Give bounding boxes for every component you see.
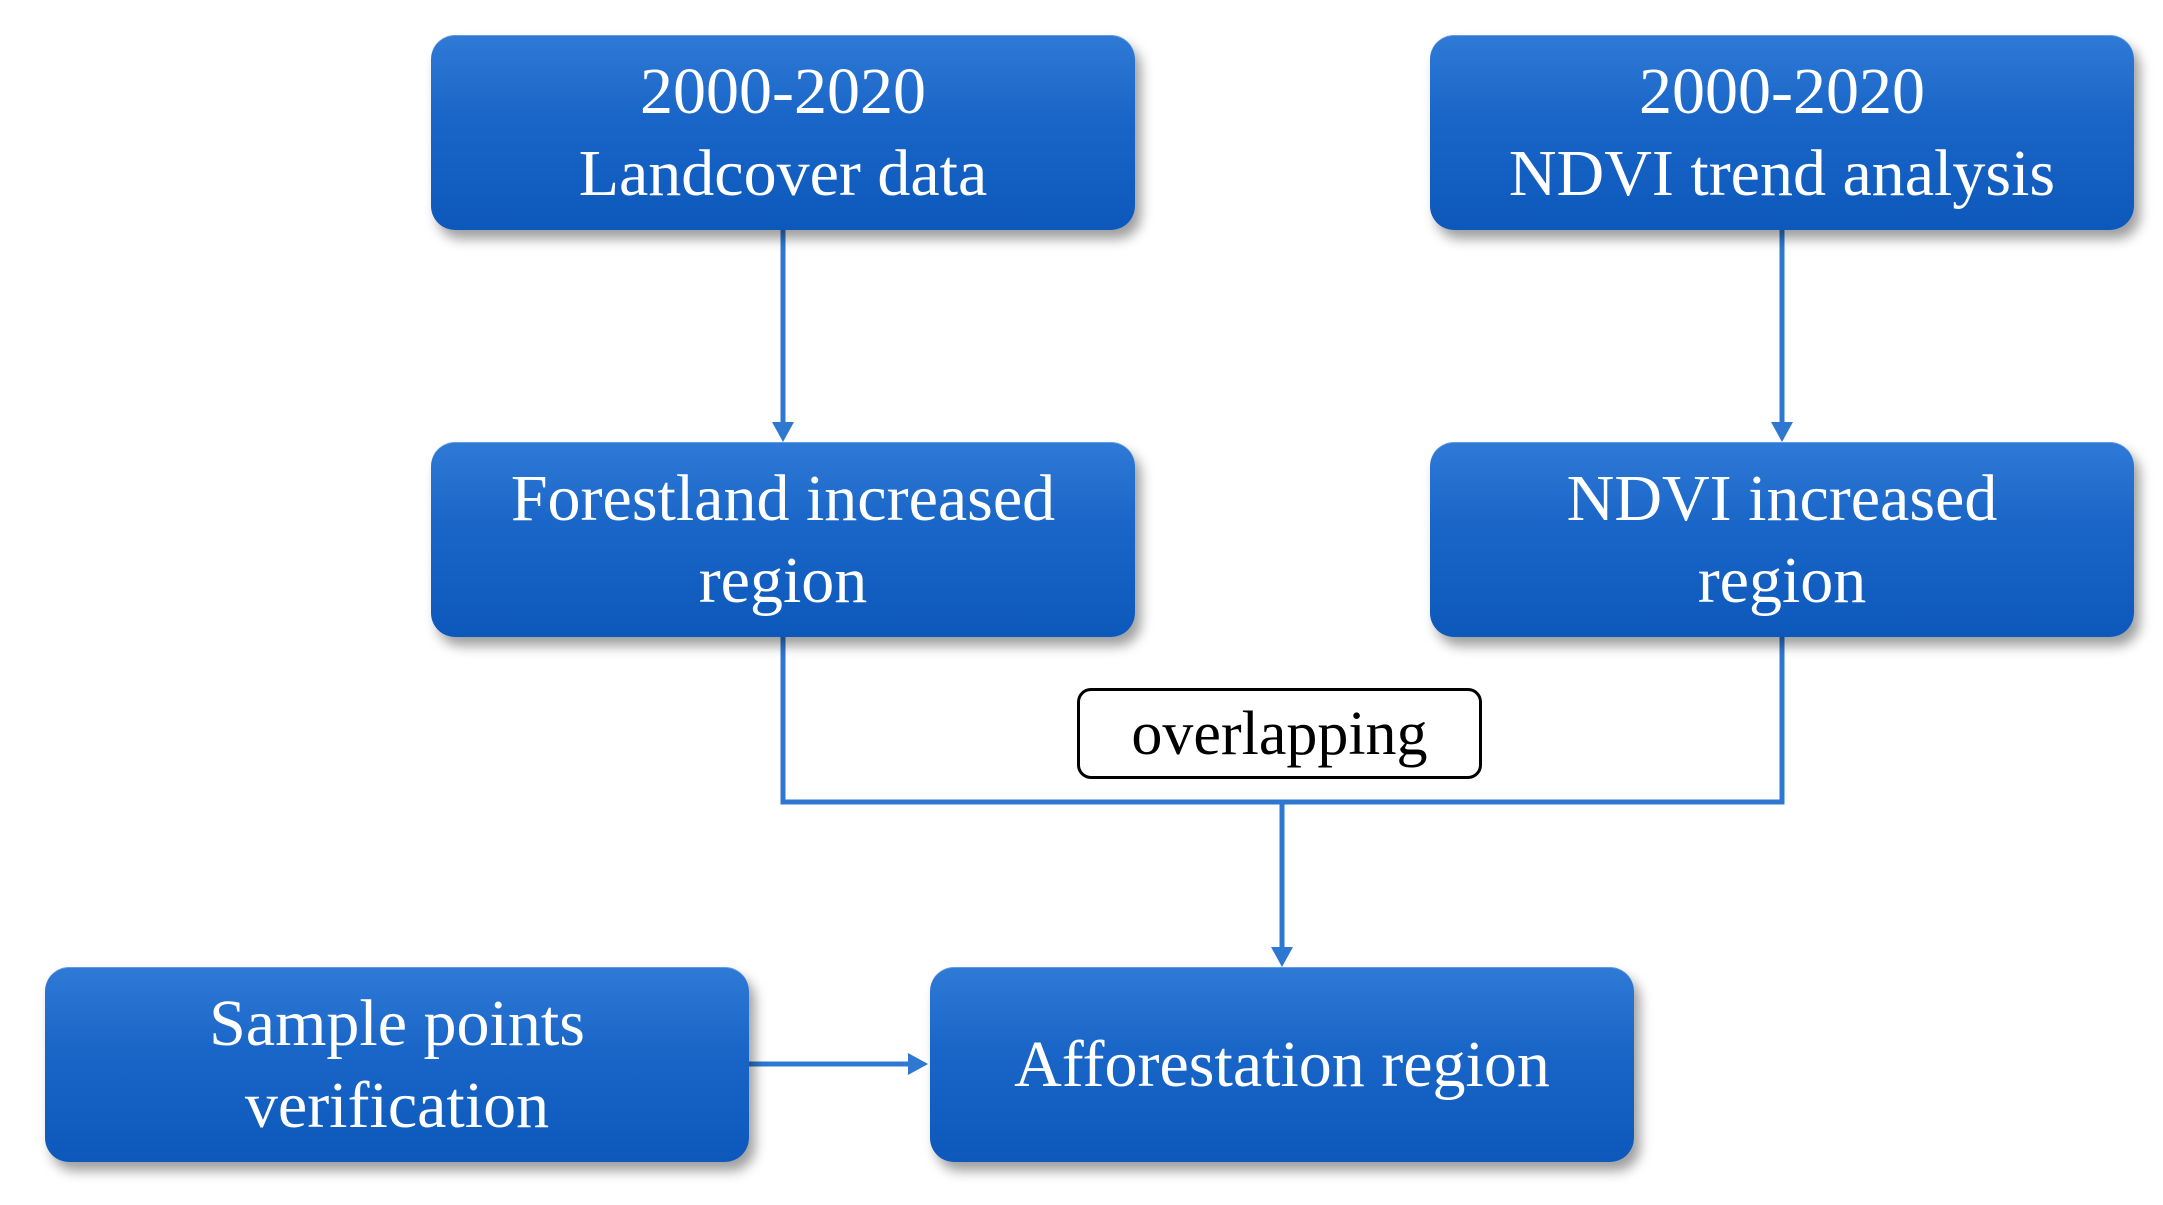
landcover-line1: 2000-2020 <box>640 54 926 128</box>
arrowhead-ndvi-increased <box>1771 422 1793 442</box>
arrowhead-sample <box>908 1053 928 1075</box>
overlapping-label: overlapping <box>1077 688 1482 779</box>
landcover-line2: Landcover data <box>578 136 988 210</box>
landcover-data-box: 2000-2020 Landcover data <box>431 35 1135 230</box>
forestland-increased-box: Forestland increased region <box>431 442 1135 637</box>
forestland-line1: Forestland increased <box>510 461 1056 535</box>
sample-points-box: Sample points verification <box>45 967 749 1162</box>
ndvi-trend-line1: 2000-2020 <box>1639 54 1925 128</box>
afforestation-region-box: Afforestation region <box>930 967 1634 1162</box>
ndvi-trend-line2: NDVI trend analysis <box>1508 136 2056 210</box>
arrowhead-afforestation <box>1271 947 1293 967</box>
arrowhead-forestland <box>772 422 794 442</box>
ndvi-increased-line1: NDVI increased <box>1566 461 1998 535</box>
forestland-line2: region <box>698 543 868 617</box>
ndvi-increased-box: NDVI increased region <box>1430 442 2134 637</box>
sample-line1: Sample points <box>209 986 585 1060</box>
ndvi-trend-box: 2000-2020 NDVI trend analysis <box>1430 35 2134 230</box>
ndvi-increased-line2: region <box>1697 543 1867 617</box>
sample-line2: verification <box>244 1068 550 1142</box>
afforestation-line1: Afforestation region <box>1014 1027 1550 1101</box>
